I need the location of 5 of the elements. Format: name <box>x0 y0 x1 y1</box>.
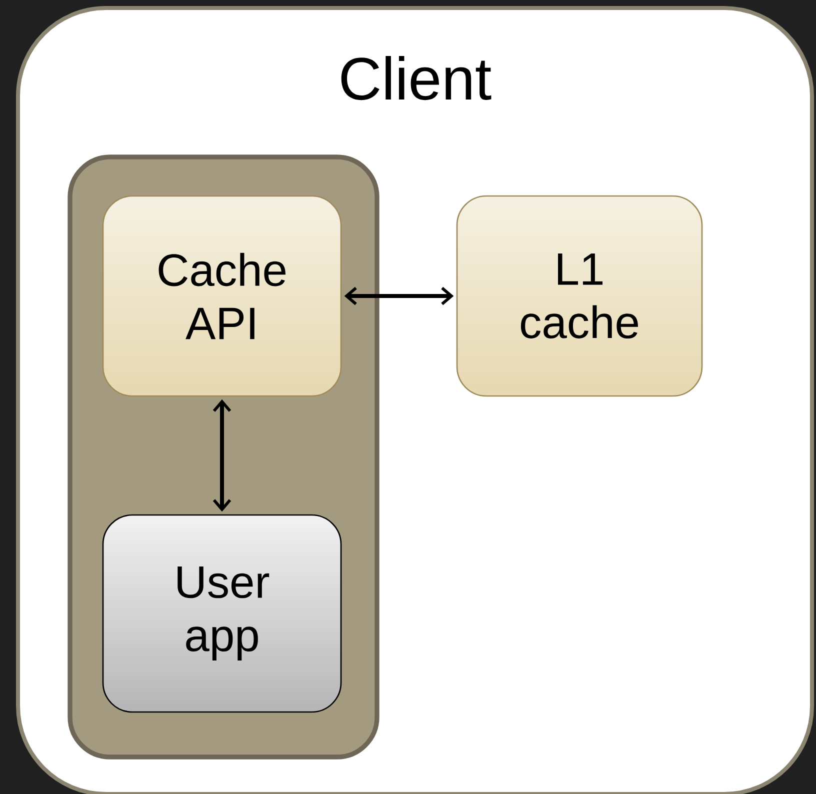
component-box: Cache API <box>102 195 342 397</box>
arrow <box>344 286 454 306</box>
arrow <box>212 399 232 512</box>
component-box: User app <box>102 514 342 713</box>
component-box: L1 cache <box>456 195 703 397</box>
